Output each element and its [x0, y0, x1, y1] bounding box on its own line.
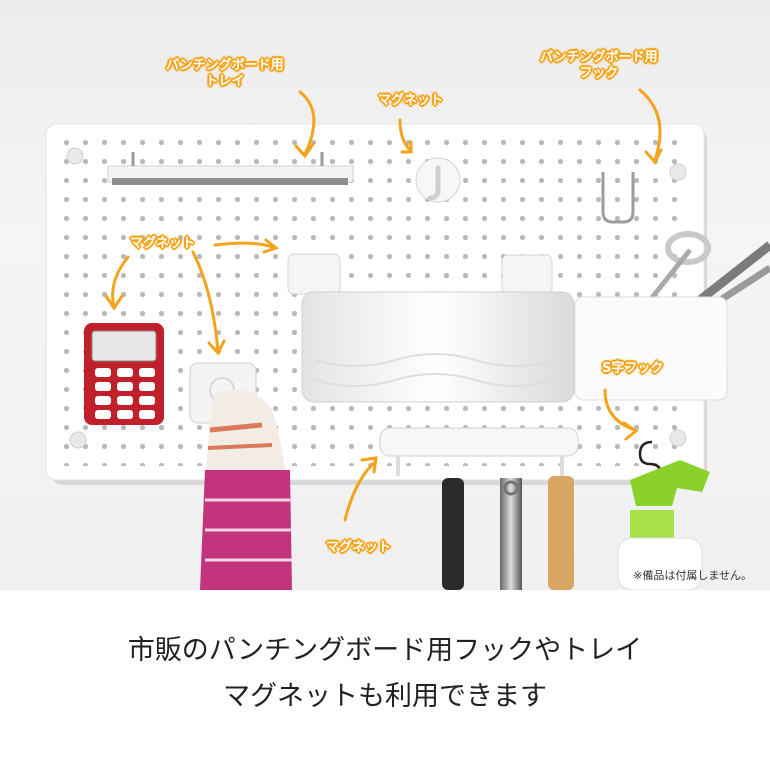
dish-towel: [200, 390, 292, 590]
accessory-note: ※備品は付属しません。: [633, 569, 752, 582]
metal-hook: [601, 172, 635, 224]
label-tray: パンチングボード用 トレイ: [166, 58, 284, 91]
utensil-rack: [379, 427, 579, 590]
label-tray-line2: トレイ: [205, 74, 245, 90]
spray-bottle: [617, 440, 710, 590]
callout-arrows: [104, 88, 663, 522]
magnet-hook: [415, 157, 461, 203]
caption-line-2: マグネットも利用できます: [223, 681, 547, 712]
pegboard-tray: [107, 152, 354, 185]
label-hook-line2: フック: [579, 66, 619, 82]
screw-top-right: [669, 163, 687, 181]
pegboard-scene: [45, 88, 770, 590]
screw-top-left: [66, 147, 84, 165]
label-magnet-bottom: マグネット: [326, 540, 392, 555]
caption-line-1: 市販のパンチングボード用フックやトレイ: [127, 635, 643, 666]
caption: 市販のパンチングボード用フックやトレイ マグネットも利用できます: [0, 628, 770, 720]
label-magnet-left: マグネット: [130, 236, 196, 251]
screw-bottom-right: [669, 429, 687, 447]
label-hook-line1: パンチングボード用: [540, 50, 658, 65]
label-hook: パンチングボード用 フック: [540, 50, 658, 83]
label-s-hook: S字フック: [602, 361, 664, 376]
label-magnet-top: マグネット: [378, 93, 444, 108]
storage-box: [574, 296, 728, 401]
screw-bottom-left: [69, 431, 87, 449]
kitchen-timer: [84, 323, 164, 425]
product-photo: パンチングボード用 トレイ マグネット パンチングボード用 フック マグネット …: [0, 0, 770, 590]
label-tray-line1: パンチングボード用: [166, 58, 284, 73]
paper-towel-holder: [287, 253, 575, 403]
